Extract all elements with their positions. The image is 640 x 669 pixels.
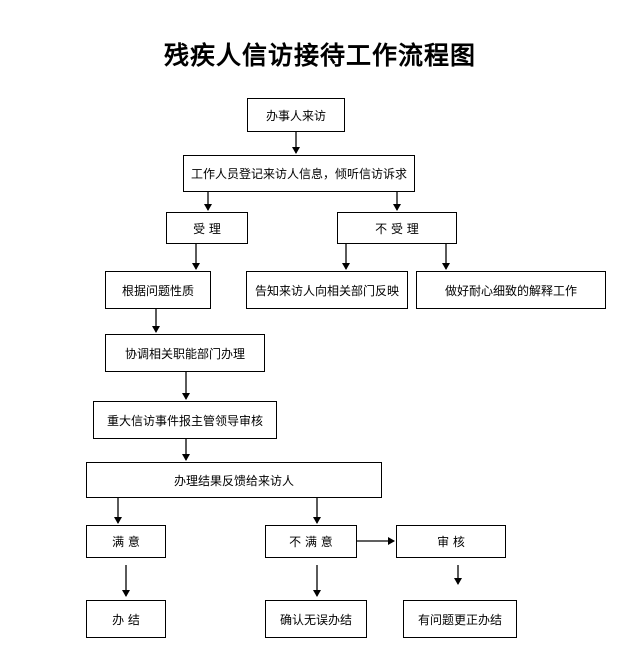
node-label: 满 意 [112, 535, 140, 549]
node-visitor-arrives: 办事人来访 [247, 98, 345, 132]
node-label: 确认无误办结 [279, 612, 352, 627]
node-correct-close: 有问题更正办结 [403, 600, 517, 638]
node-feedback: 办理结果反馈给来访人 [86, 462, 382, 498]
node-label: 办事人来访 [265, 108, 326, 123]
node-label: 办理结果反馈给来访人 [173, 473, 294, 488]
node-label: 告知来访人向相关部门反映 [254, 283, 399, 298]
node-label: 根据问题性质 [121, 283, 194, 298]
node-satisfied: 满 意 [86, 525, 166, 558]
node-review: 审 核 [396, 525, 506, 558]
node-close: 办 结 [86, 600, 166, 638]
node-unsatisfied: 不 满 意 [265, 525, 357, 558]
node-label: 做好耐心细致的解释工作 [444, 283, 577, 298]
node-register-info: 工作人员登记来访人信息，倾听信访诉求 [183, 155, 415, 192]
node-label: 工作人员登记来访人信息，倾听信访诉求 [190, 167, 407, 181]
node-not-accept: 不 受 理 [337, 212, 457, 244]
node-label: 办 结 [112, 612, 140, 627]
node-label: 不 受 理 [375, 221, 419, 236]
node-by-nature: 根据问题性质 [105, 271, 211, 309]
node-label: 重大信访事件报主管领导审核 [106, 413, 263, 428]
node-label: 受 理 [193, 221, 221, 236]
node-label: 有问题更正办结 [417, 612, 502, 627]
page-title: 残疾人信访接待工作流程图 [163, 41, 476, 70]
node-label: 不 满 意 [289, 535, 333, 549]
node-coordinate: 协调相关职能部门办理 [105, 334, 265, 372]
node-explain-work: 做好耐心细致的解释工作 [416, 271, 606, 309]
node-inform-dept: 告知来访人向相关部门反映 [246, 271, 408, 309]
node-accept: 受 理 [166, 212, 248, 244]
node-confirm-close: 确认无误办结 [265, 600, 367, 638]
node-label: 协调相关职能部门办理 [124, 346, 245, 361]
node-major-report: 重大信访事件报主管领导审核 [93, 401, 277, 439]
node-label: 审 核 [437, 535, 465, 549]
